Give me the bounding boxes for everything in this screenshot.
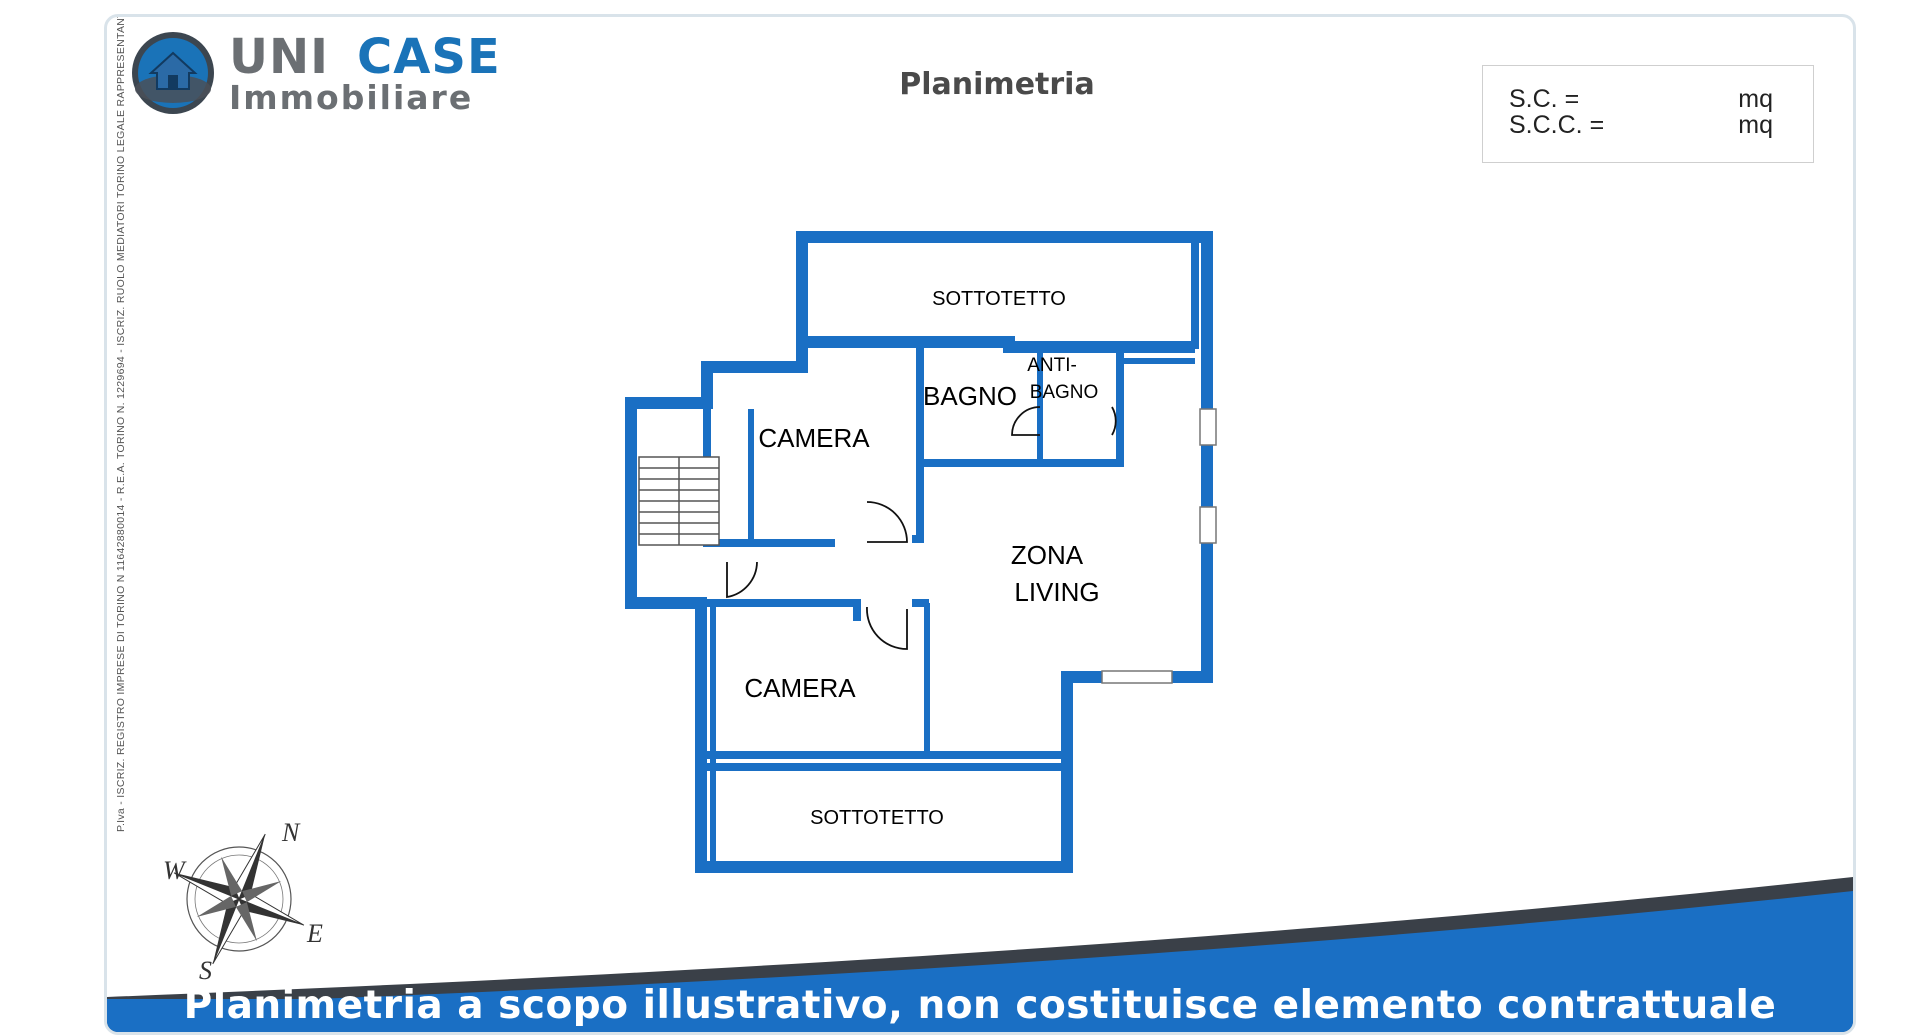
label-antibagno-line2: BAGNO [1030,382,1099,403]
window-living-2 [1199,506,1217,544]
wall-camera-top-right [912,463,924,543]
window-living-1 [1199,408,1217,446]
label-sottotetto-top: SOTTOTETTO [932,288,1066,310]
footer-banner [107,877,1853,1032]
scc-label: S.C.C. = [1509,111,1605,139]
unicase-logo[interactable]: UNI CASE Immobiliare [129,25,569,117]
label-camera-bottom: CAMERA [744,673,856,703]
doors [726,406,1117,650]
window-living-bottom [1101,670,1173,684]
compass-s: S [199,956,212,985]
label-living: LIVING [1014,577,1099,607]
disclaimer-text: Planimetria a scopo illustrativo, non co… [183,983,1777,1028]
compass-w: W [163,856,187,885]
compass-e: E [306,919,323,948]
compass-rose-icon: N E S W [163,818,323,985]
sc-label: S.C. = [1509,85,1580,113]
door-bagno [1011,406,1041,436]
wall-bagno [916,342,1124,467]
label-camera-top: CAMERA [758,423,870,453]
outer-wall [625,231,1213,873]
logo-text-case: CASE [357,29,501,85]
label-antibagno-line1: ANTI- [1027,355,1077,376]
windows [1101,408,1217,684]
logo-text-uni: UNI [229,29,330,85]
door-antibagno [1111,406,1117,436]
scc-unit: mq [1738,111,1773,139]
wall-sottotetto-top [802,336,1195,353]
scc-row: S.C.C. = mq [1509,112,1773,138]
floor-plan: SOTTOTETTO BAGNO ANTI- BAGNO CAMERA ZONA… [625,231,1217,873]
door-corridor-left [726,561,758,599]
plan-sheet: UNI CASE Immobiliare Planimetria S.C. = … [104,14,1856,1035]
sc-unit: mq [1738,85,1773,113]
logo-text-immobiliare: Immobiliare [229,78,474,117]
label-bagno: BAGNO [923,381,1017,411]
compass-n: N [281,818,301,847]
door-camera-top [866,501,908,543]
surface-area-box: S.C. = mq S.C.C. = mq [1482,65,1814,163]
house-globe-icon [132,32,214,114]
staircase [638,456,720,546]
label-zona: ZONA [1011,540,1084,570]
sc-row: S.C. = mq [1509,86,1773,112]
page-title: Planimetria [899,67,1095,102]
label-sottotetto-bottom: SOTTOTETTO [810,807,944,829]
wall-corridor-bottom [637,599,861,621]
door-camera-bottom [866,606,908,650]
